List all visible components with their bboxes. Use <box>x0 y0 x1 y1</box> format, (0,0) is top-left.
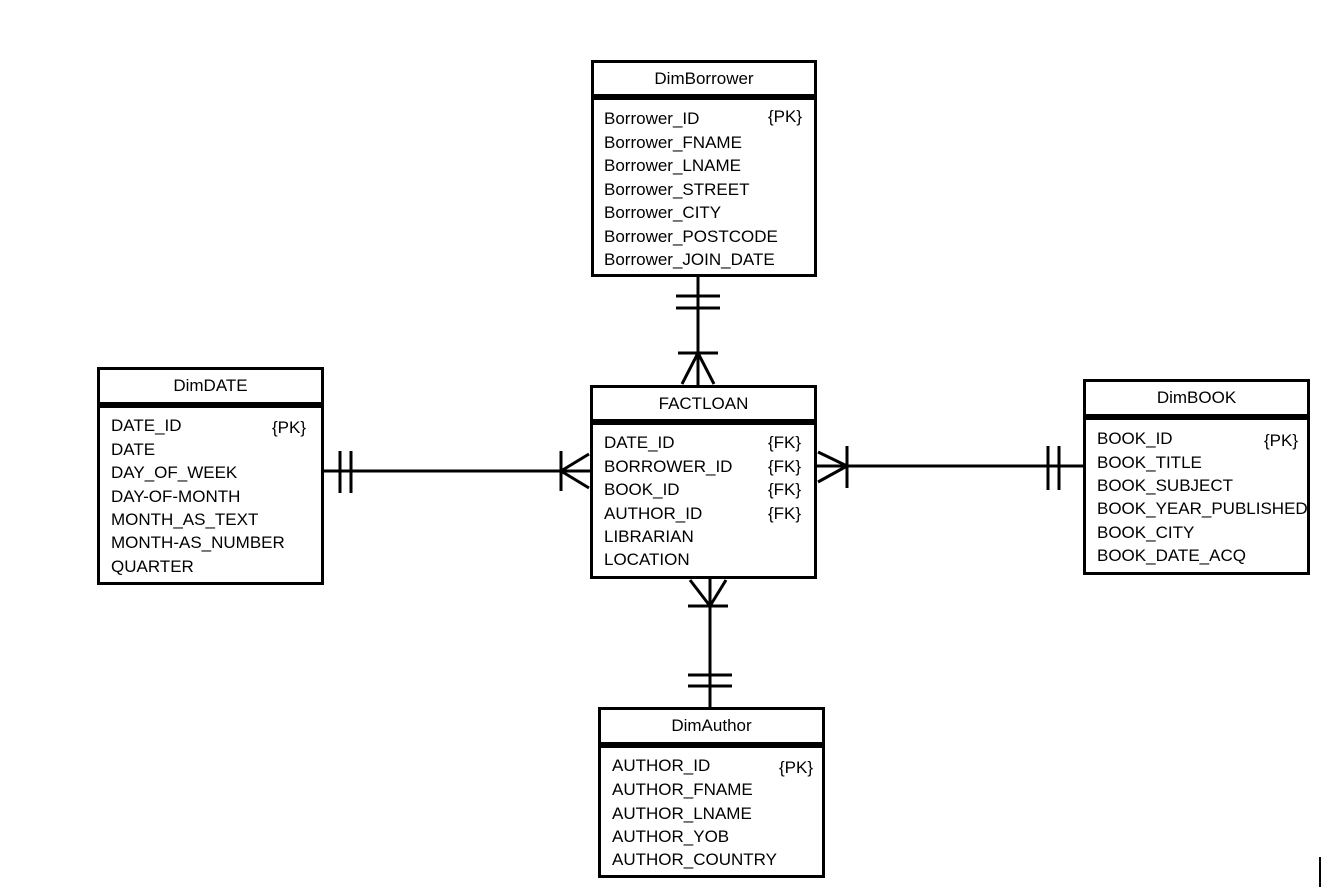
foreign-key-marker: {FK} <box>768 504 802 523</box>
attribute: LOCATION <box>604 550 690 569</box>
factloan-crowfoot-bottom-right <box>708 579 728 607</box>
entity-title: DimAuthor <box>598 707 825 745</box>
rel-author-factloan <box>688 578 732 708</box>
attribute: AUTHOR_YOB <box>612 827 730 846</box>
rel-date-factloan <box>323 451 591 493</box>
entity-dimauthor: DimAuthor AUTHOR_ID {PK} AUTHOR_FNAME AU… <box>598 707 825 878</box>
attribute: Borrower_STREET <box>604 180 750 199</box>
attribute: DAY-OF-MONTH <box>111 487 241 506</box>
attribute: BOOK_DATE_ACQ <box>1097 546 1246 565</box>
primary-key-marker: {PK} <box>1264 431 1299 450</box>
attribute: AUTHOR_LNAME <box>612 804 752 823</box>
attribute: AUTHOR_COUNTRY <box>612 850 777 869</box>
attribute: AUTHOR_ID <box>612 756 711 775</box>
attribute: AUTHOR_ID <box>604 504 703 523</box>
attribute: Borrower_LNAME <box>604 156 741 175</box>
attribute: DATE_ID <box>111 416 182 435</box>
factloan-crowfoot-left-down <box>560 469 590 490</box>
entity-dimborrower: DimBorrower Borrower_ID {PK} Borrower_FN… <box>591 60 817 277</box>
attribute: AUTHOR_FNAME <box>612 780 753 799</box>
attribute: BOOK_TITLE <box>1097 453 1202 472</box>
primary-key-marker: {PK} <box>768 107 803 126</box>
factloan-crowfoot-left-up <box>560 452 590 473</box>
attribute: BOOK_SUBJECT <box>1097 476 1234 495</box>
attribute: QUARTER <box>111 557 194 576</box>
factloan-crowfoot-right-top <box>696 352 716 385</box>
attribute: Borrower_FNAME <box>604 133 742 152</box>
attribute: DATE_ID <box>604 433 675 452</box>
attribute: BOOK_ID <box>1097 429 1173 448</box>
entity-attributes: Borrower_ID {PK} Borrower_FNAME Borrower… <box>591 96 817 277</box>
rel-borrower-factloan <box>676 276 720 386</box>
entity-title: DimBorrower <box>591 60 817 97</box>
attribute: BOOK_ID <box>604 480 680 499</box>
entity-dimdate: DimDATE DATE_ID {PK} DATE DAY_OF_WEEK DA… <box>97 367 324 585</box>
entity-attributes: DATE_ID {PK} DATE DAY_OF_WEEK DAY-OF-MON… <box>97 404 324 585</box>
attribute: DAY_OF_WEEK <box>111 463 238 482</box>
factloan-crowfoot-left-top <box>680 352 700 385</box>
attribute: Borrower_ID <box>604 109 700 128</box>
foreign-key-marker: {FK} <box>768 457 802 476</box>
attribute: Borrower_CITY <box>604 203 722 222</box>
attribute: DATE <box>111 440 156 459</box>
entity-title: DimBOOK <box>1083 379 1310 417</box>
attribute: BOOK_YEAR_PUBLISHED <box>1097 499 1308 518</box>
entity-factloan: FACTLOAN DATE_ID {FK} BORROWER_ID {FK} B… <box>590 385 817 579</box>
attribute: BOOK_CITY <box>1097 523 1195 542</box>
attribute: MONTH_AS_TEXT <box>111 510 259 529</box>
entity-attributes: AUTHOR_ID {PK} AUTHOR_FNAME AUTHOR_LNAME… <box>598 744 825 878</box>
attribute: LIBRARIAN <box>604 527 694 546</box>
factloan-crowfoot-bottom-left <box>688 579 712 607</box>
entity-dimbook: DimBOOK BOOK_ID {PK} BOOK_TITLE BOOK_SUB… <box>1083 379 1310 575</box>
entity-title: FACTLOAN <box>590 385 817 422</box>
factloan-crowfoot-right-up <box>817 450 848 468</box>
text-cursor <box>1319 857 1321 887</box>
primary-key-marker: {PK} <box>779 758 814 777</box>
attribute: MONTH-AS_NUMBER <box>111 533 285 552</box>
attribute: Borrower_POSTCODE <box>604 227 778 246</box>
rel-book-factloan <box>816 446 1085 490</box>
primary-key-marker: {PK} <box>272 418 307 437</box>
entity-attributes: BOOK_ID {PK} BOOK_TITLE BOOK_SUBJECT BOO… <box>1083 416 1310 575</box>
foreign-key-marker: {FK} <box>768 433 802 452</box>
factloan-crowfoot-right-down <box>817 464 848 484</box>
attribute: BORROWER_ID <box>604 457 733 476</box>
foreign-key-marker: {FK} <box>768 480 802 499</box>
entity-attributes: DATE_ID {FK} BORROWER_ID {FK} BOOK_ID {F… <box>590 421 817 579</box>
entity-title: DimDATE <box>97 367 324 405</box>
attribute: Borrower_JOIN_DATE <box>604 250 775 269</box>
